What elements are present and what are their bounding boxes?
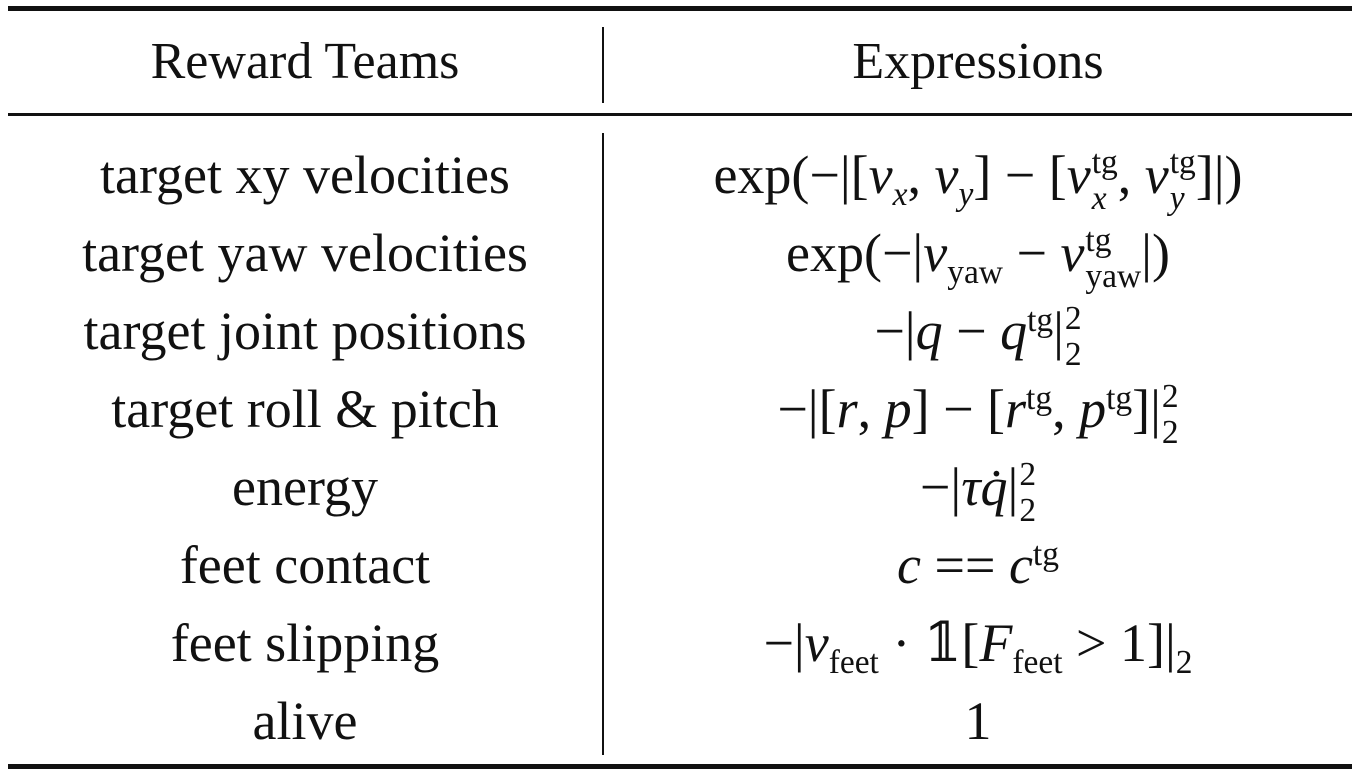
header-expressions: Expressions xyxy=(852,33,1104,90)
body-column-divider xyxy=(602,133,604,755)
row-expression: −|vfeet · 𝟙[Ffeet > 1]|2 xyxy=(763,613,1193,681)
row-term: alive xyxy=(252,691,358,751)
row-term: feet slipping xyxy=(170,613,440,673)
header-column-divider xyxy=(602,27,604,103)
header-rule xyxy=(8,113,1352,116)
row-expression: c == ctg xyxy=(897,535,1059,595)
top-rule xyxy=(8,6,1352,11)
header-reward-terms: Reward Teams xyxy=(150,33,460,90)
row-term: target yaw velocities xyxy=(82,223,528,283)
bottom-rule xyxy=(8,764,1352,769)
row-term: target xy velocities xyxy=(100,145,510,205)
row-expression: 1 xyxy=(964,691,992,751)
row-term: target joint positions xyxy=(83,301,527,361)
row-term: energy xyxy=(232,457,378,517)
row-term: feet contact xyxy=(179,535,431,595)
row-term: target roll & pitch xyxy=(111,379,499,439)
